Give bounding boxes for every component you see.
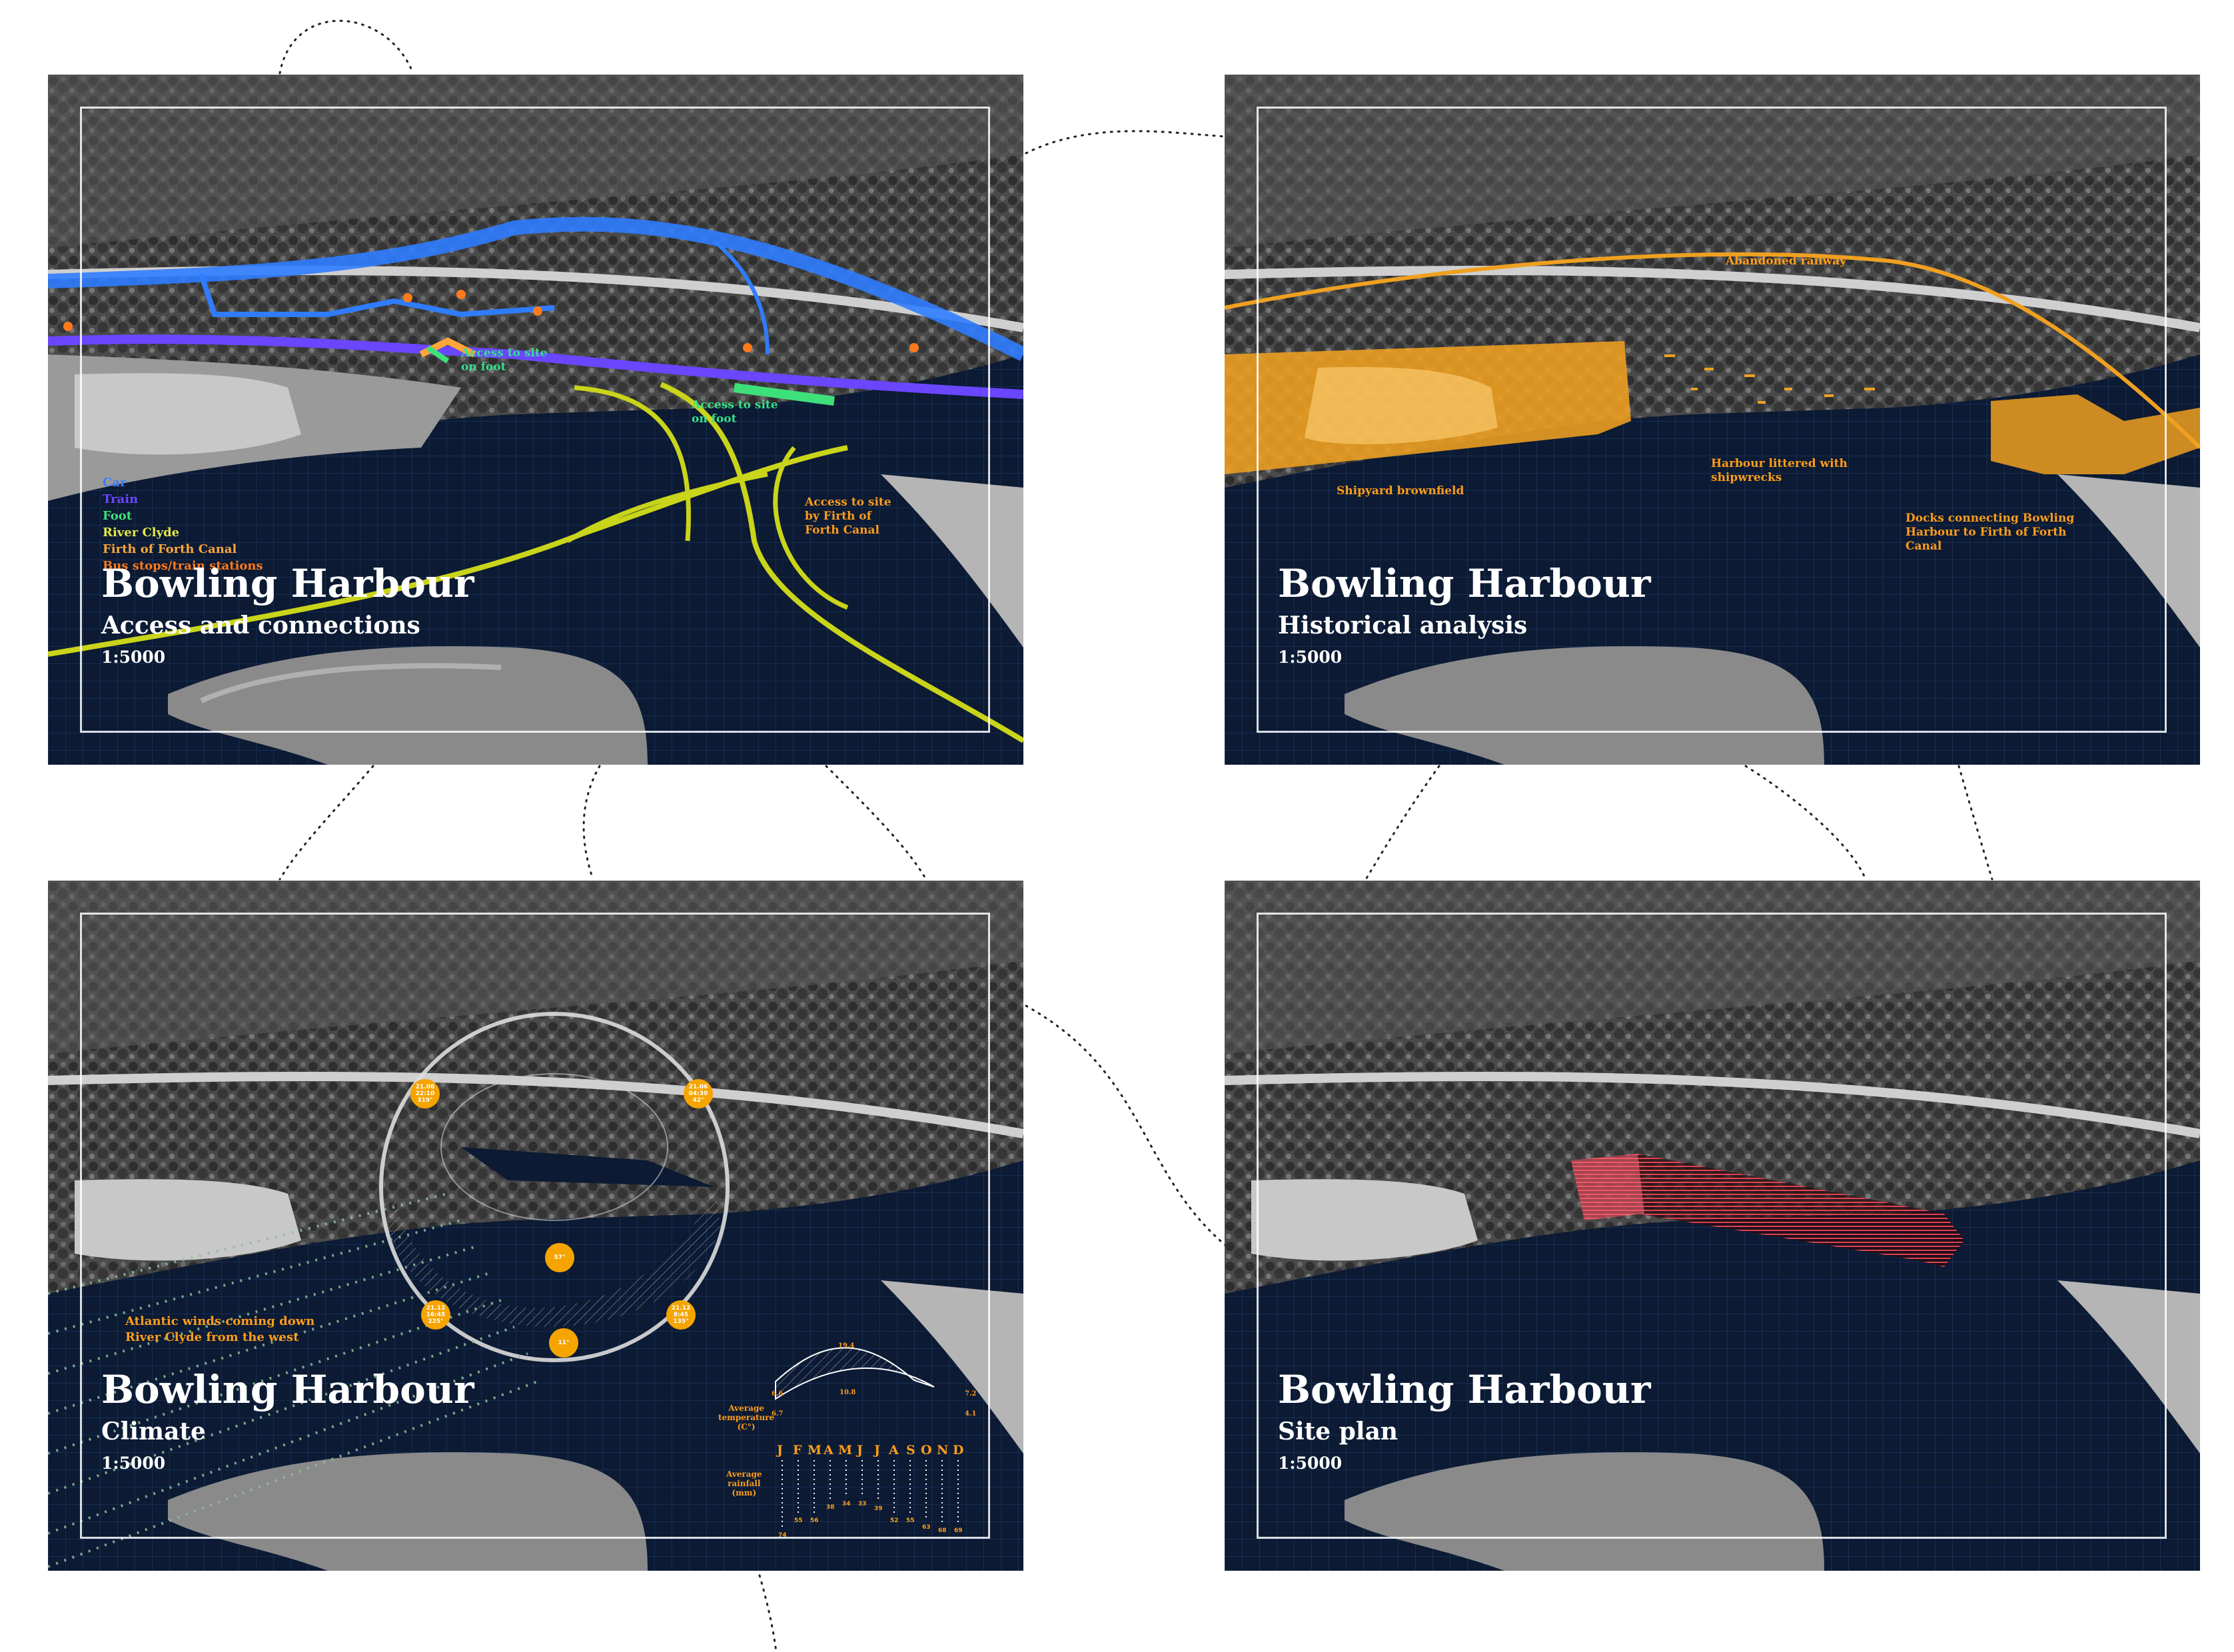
annotation-canal: Access to site by Firth of Forth Canal <box>805 496 891 537</box>
sun-position-marker: 21.12 8:45 135° <box>666 1300 696 1330</box>
legend-car: Car <box>103 476 127 490</box>
temperature-value: 6.6 <box>772 1390 784 1398</box>
annotation-winds: Atlantic winds coming down River Clyde f… <box>125 1314 315 1344</box>
month-label: O <box>921 1443 932 1457</box>
month-label: D <box>953 1443 964 1457</box>
aerial-map <box>48 881 1023 1571</box>
legend-bus: Bus stops/train stations <box>103 559 263 573</box>
frame <box>1257 913 2167 1539</box>
month-label: N <box>937 1443 949 1457</box>
rainfall-value: 39 <box>874 1505 883 1512</box>
rainfall-value: 55 <box>794 1517 803 1524</box>
rainfall-value: 74 <box>778 1532 787 1539</box>
sun-angle-marker: 57° <box>545 1243 574 1272</box>
panel-site-plan: Bowling Harbour Site plan 1:5000 <box>1225 881 2200 1571</box>
month-label: S <box>906 1443 915 1457</box>
panel-title: Bowling Harbour <box>101 1367 474 1412</box>
sun-position-marker: 21.06 22:10 319° <box>410 1079 440 1108</box>
rainfall-value: 68 <box>938 1527 947 1534</box>
rainfall-value: 56 <box>810 1517 819 1524</box>
sun-angle-marker: 11° <box>549 1328 578 1358</box>
frame <box>1257 107 2167 733</box>
month-label: J <box>874 1443 880 1457</box>
month-label: M <box>808 1443 822 1457</box>
rainfall-values: 74 55 56 38 34 33 39 52 55 63 68 69 <box>778 1501 978 1541</box>
month-label: A <box>889 1443 899 1457</box>
rainfall-value: 69 <box>954 1527 963 1534</box>
panel-historical-analysis: Abandoned railway Shipyard brownfield Ha… <box>1225 75 2200 765</box>
map-scale: 1:5000 <box>1278 647 1343 667</box>
rainfall-value: 63 <box>922 1524 931 1531</box>
month-label: J <box>857 1443 863 1457</box>
panel-title: Bowling Harbour <box>1278 561 1651 606</box>
annotation-foot-east: Access to site on foot <box>692 398 778 426</box>
annotation-foot-west: Access to site on foot <box>461 346 548 374</box>
sun-position-marker: 21.06 04:30 42° <box>684 1079 713 1108</box>
rainfall-value: 38 <box>826 1504 835 1511</box>
panel-subtitle: Historical analysis <box>1278 612 1528 639</box>
month-label: M <box>838 1443 853 1457</box>
month-label: F <box>793 1443 802 1457</box>
frame <box>80 107 990 733</box>
map-legend: Car Train Foot River Clyde Firth of Fort… <box>103 474 263 574</box>
aerial-map <box>48 75 1023 765</box>
rainfall-label: Average rainfall (mm) <box>726 1469 762 1497</box>
panel-title: Bowling Harbour <box>101 561 474 606</box>
aerial-map <box>1225 75 2200 765</box>
map-scale: 1:5000 <box>101 1453 166 1473</box>
annotation-docks: Docks connecting Bowling Harbour to Firt… <box>1906 512 2075 553</box>
temperature-value: 19.4 <box>838 1342 855 1350</box>
annotation-shipyard: Shipyard brownfield <box>1337 484 1464 498</box>
map-scale: 1:5000 <box>1278 1453 1343 1473</box>
temperature-value: 6.7 <box>772 1410 784 1418</box>
legend-foot: Foot <box>103 509 133 523</box>
sun-position-marker: 21.12 16:45 225° <box>421 1300 450 1330</box>
legend-canal: Firth of Forth Canal <box>103 542 237 556</box>
temperature-value: 10.8 <box>839 1389 856 1396</box>
temperature-label: Average temperature (C°) <box>718 1404 775 1432</box>
panel-subtitle: Access and connections <box>101 612 420 639</box>
annotation-wrecks: Harbour littered with shipwrecks <box>1711 457 1848 484</box>
panel-climate: 21.06 22:10 319° 21.06 04:30 42° 21.12 1… <box>48 881 1023 1571</box>
temperature-value: 7.2 <box>965 1390 977 1398</box>
annotation-railway: Abandoned railway <box>1726 254 1847 268</box>
rainfall-value: 33 <box>858 1501 867 1507</box>
legend-river: River Clyde <box>103 526 180 540</box>
temperature-value: 4.1 <box>965 1410 977 1418</box>
rainfall-value: 55 <box>906 1517 915 1524</box>
legend-train: Train <box>103 492 139 506</box>
panel-title: Bowling Harbour <box>1278 1367 1651 1412</box>
panel-subtitle: Climate <box>101 1418 206 1446</box>
rainfall-value: 52 <box>890 1517 899 1524</box>
rainfall-months: J F M A M J J A S O N D <box>777 1443 977 1459</box>
frame <box>80 913 990 1539</box>
month-label: A <box>824 1443 834 1457</box>
aerial-map <box>1225 881 2200 1571</box>
panel-access-connections: Car Train Foot River Clyde Firth of Fort… <box>48 75 1023 765</box>
month-label: J <box>777 1443 783 1457</box>
panel-subtitle: Site plan <box>1278 1418 1398 1446</box>
map-scale: 1:5000 <box>101 647 166 667</box>
rainfall-value: 34 <box>842 1501 851 1507</box>
